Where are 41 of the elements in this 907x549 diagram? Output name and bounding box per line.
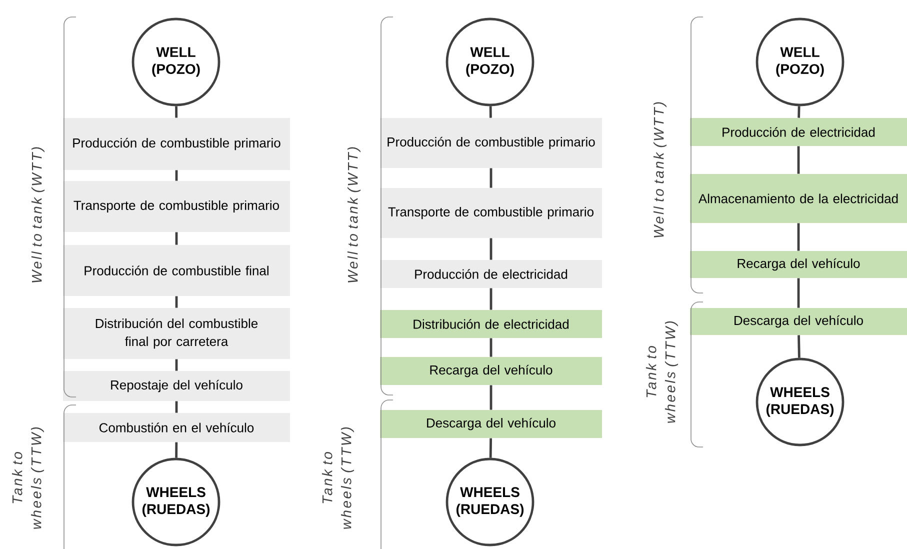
connector-line bbox=[490, 288, 492, 310]
process-box: Distribución del combustible final por carretera bbox=[63, 308, 290, 359]
connector-line bbox=[175, 296, 178, 308]
connector-line bbox=[797, 278, 800, 308]
process-box: Descarga del vehículo bbox=[690, 308, 907, 335]
connector-line bbox=[490, 238, 492, 260]
connector-line bbox=[175, 401, 178, 413]
process-box: Descarga del vehículo bbox=[380, 410, 602, 438]
connector-line bbox=[490, 338, 492, 357]
connector-line bbox=[797, 146, 800, 174]
connector-line bbox=[175, 170, 178, 181]
process-box: Almacenamiento de la electricidad bbox=[690, 174, 907, 223]
connector-line bbox=[489, 106, 492, 118]
connector-line bbox=[798, 335, 800, 358]
stage-label: Tank to wheels (TTW) bbox=[322, 427, 354, 529]
connector-line bbox=[175, 442, 178, 458]
connector-line bbox=[175, 359, 178, 371]
connector-line bbox=[489, 438, 492, 458]
connector-line bbox=[490, 168, 492, 188]
connector-line bbox=[175, 106, 178, 118]
process-box: Recarga del vehículo bbox=[690, 251, 907, 278]
process-box: Producción de electricidad bbox=[690, 118, 907, 146]
connector-line bbox=[798, 106, 800, 118]
process-box: Producción de combustible primario bbox=[63, 118, 290, 170]
process-box: Distribución de electricidad bbox=[380, 310, 602, 338]
process-box: Transporte de combustible primario bbox=[63, 181, 290, 232]
process-box: Recarga del vehículo bbox=[380, 357, 602, 385]
process-box: Combustión en el vehículo bbox=[63, 413, 290, 442]
stage-label: Well to tank (WTT) bbox=[653, 102, 667, 238]
process-box: Producción de electricidad bbox=[380, 260, 602, 288]
stage-label: Well to tank (WTT) bbox=[31, 147, 45, 282]
process-box: Repostaje del vehículo bbox=[63, 371, 290, 401]
stage-label: Tank to wheels (TTW) bbox=[12, 427, 44, 529]
stage-label: Well to tank (WTT) bbox=[347, 147, 361, 282]
connector-line bbox=[490, 385, 492, 410]
connector-line bbox=[175, 232, 178, 245]
connector-line bbox=[797, 223, 800, 251]
process-box: Producción de combustible final bbox=[63, 245, 290, 296]
stage-label: Tank to wheels (TTW) bbox=[646, 321, 678, 423]
process-box: Producción de combustible primario bbox=[380, 118, 602, 168]
process-box: Transporte de combustible primario bbox=[380, 188, 602, 238]
